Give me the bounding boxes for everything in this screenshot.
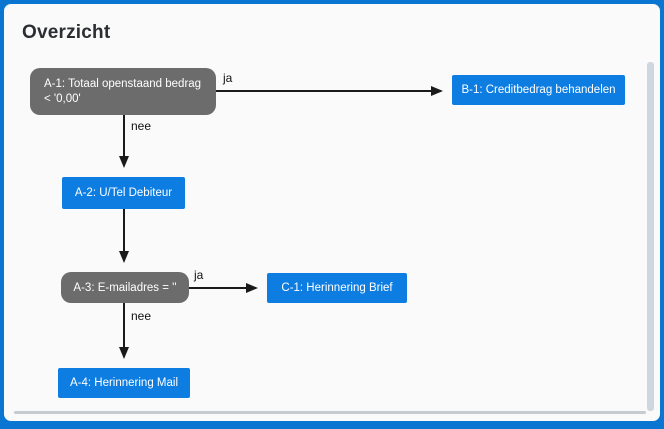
flowchart-node-c1[interactable]: C-1: Herinnering Brief xyxy=(267,273,407,303)
node-b1-label: B-1: Creditbedrag behandelen xyxy=(461,84,616,96)
edge-label-nee-a3-a4: nee xyxy=(131,309,152,323)
flowchart-node-a4[interactable]: A-4: Herinnering Mail xyxy=(58,368,190,398)
node-a3-label: A-3: E-mailadres = '' xyxy=(73,281,177,294)
horizontal-scrollbar[interactable] xyxy=(14,411,646,414)
node-a2-label: A-2: U/Tel Debiteur xyxy=(74,187,173,199)
flowchart-node-a1[interactable]: A-1: Totaal openstaand bedrag < '0,00' xyxy=(30,68,216,115)
page-title: Overzicht xyxy=(22,22,111,43)
flowchart-arrows xyxy=(119,86,443,359)
node-a4-label: A-4: Herinnering Mail xyxy=(69,377,178,389)
overzicht-panel: Overzicht A-1: Totaal openstaand bedrag … xyxy=(4,4,660,421)
node-a1-label: A-1: Totaal openstaand bedrag < '0,00' xyxy=(44,77,202,105)
edge-label-ja-a3-c1: ja xyxy=(194,268,204,282)
flowchart-node-b1[interactable]: B-1: Creditbedrag behandelen xyxy=(452,75,625,105)
flowchart-node-a3[interactable]: A-3: E-mailadres = '' xyxy=(61,272,189,303)
flowchart-node-a2[interactable]: A-2: U/Tel Debiteur xyxy=(62,177,185,209)
vertical-scrollbar[interactable] xyxy=(647,62,654,411)
edge-label-nee-a1-a2: nee xyxy=(131,119,152,133)
node-c1-label: C-1: Herinnering Brief xyxy=(281,282,393,294)
edge-label-ja-a1-b1: ja xyxy=(223,71,233,85)
